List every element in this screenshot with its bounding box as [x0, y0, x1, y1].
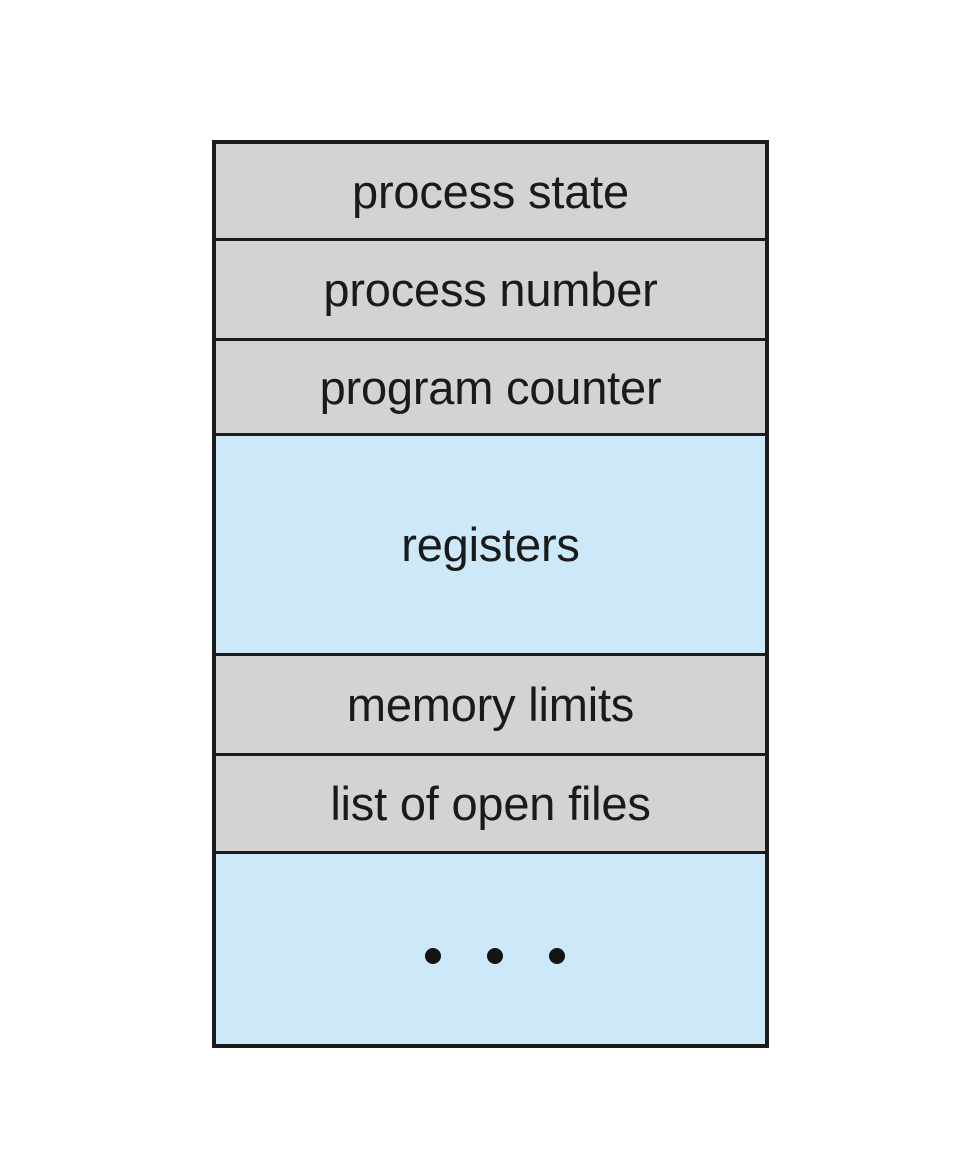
pcb-field-program-counter: program counter: [216, 341, 765, 436]
pcb-field-list-of-open-files: list of open files: [216, 756, 765, 854]
ellipsis-dot-2: [486, 948, 503, 964]
pcb-field-process-number: process number: [216, 241, 765, 341]
pcb-field-label-memory-limits: memory limits: [346, 678, 635, 731]
ellipsis-icon: [216, 948, 765, 964]
pcb-field-memory-limits: memory limits: [216, 656, 765, 756]
pcb-field-label-program-counter: program counter: [319, 360, 662, 414]
process-control-block-diagram: process state process number program cou…: [212, 140, 769, 1048]
pcb-field-label-registers: registers: [401, 518, 580, 571]
pcb-field-label-process-number: process number: [323, 263, 658, 316]
pcb-field-more-fields: [216, 854, 765, 1044]
ellipsis-dot-3: [548, 948, 565, 964]
ellipsis-dot-1: [424, 948, 441, 964]
pcb-field-label-list-of-open-files: list of open files: [330, 777, 651, 830]
pcb-field-process-state: process state: [216, 144, 765, 241]
pcb-field-registers: registers: [216, 436, 765, 656]
pcb-field-label-process-state: process state: [352, 164, 629, 218]
